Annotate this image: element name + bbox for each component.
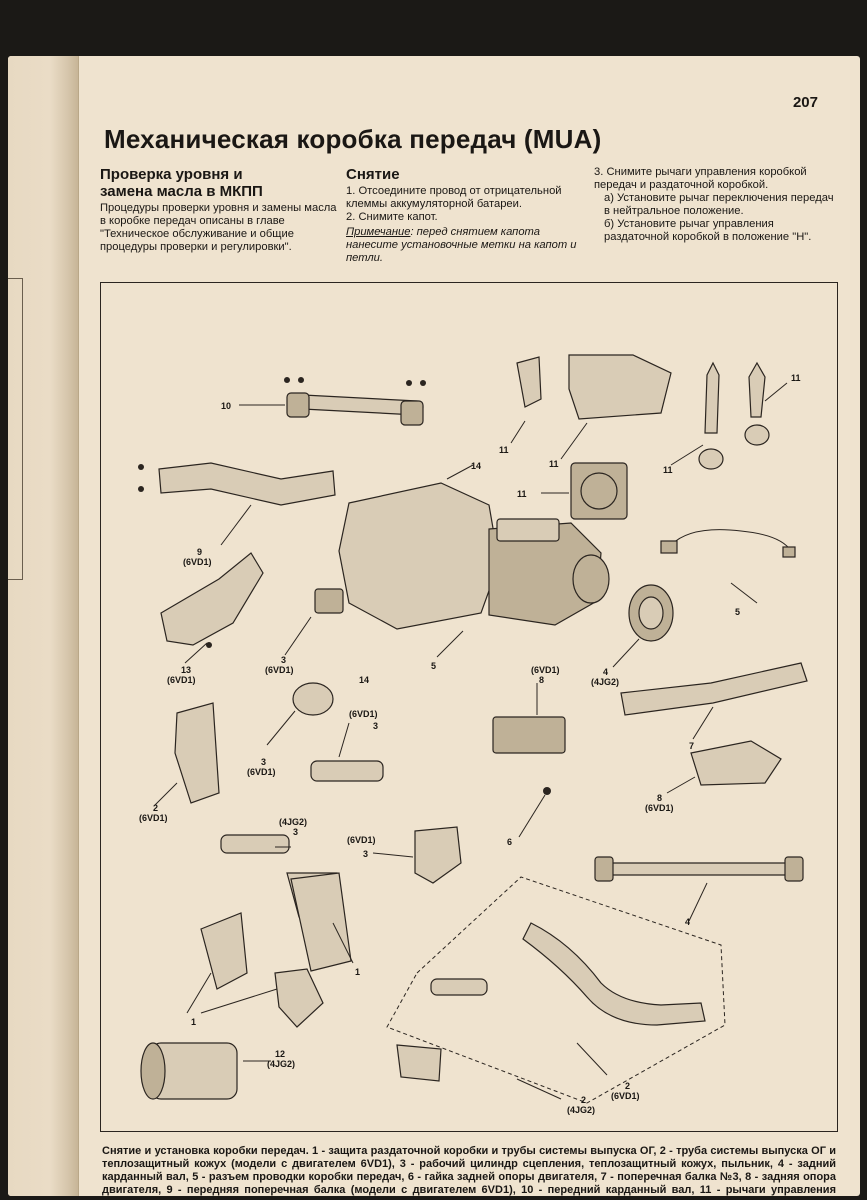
section-oil-check: Проверка уровня и замена масла в МКПП Пр… bbox=[100, 166, 340, 254]
wiring-connector-5 bbox=[436, 529, 796, 658]
section-oil-check-body: Процедуры проверки уровня и замены масла… bbox=[100, 202, 337, 253]
previous-page-edge bbox=[8, 56, 79, 1196]
label-9: 9 bbox=[197, 547, 202, 557]
section-removal: Снятие 1. Отсоедините провод от отрицате… bbox=[346, 166, 586, 265]
rear-mount-8 bbox=[492, 683, 782, 838]
section-removal-heading: Снятие bbox=[346, 166, 400, 183]
label-11d: 11 bbox=[663, 465, 673, 475]
label-14: 14 bbox=[471, 461, 481, 471]
label-4: 4 bbox=[603, 667, 608, 677]
label-9-model: (6VD1) bbox=[183, 557, 212, 567]
label-8b: 8 bbox=[657, 793, 662, 803]
label-10: 10 bbox=[221, 401, 231, 411]
label-3c-model: (6VD1) bbox=[247, 767, 276, 777]
note-label: Примечание bbox=[346, 226, 411, 238]
label-3d: 3 bbox=[293, 827, 298, 837]
section-oil-check-heading: Проверка уровня и замена масла в МКПП bbox=[100, 166, 340, 200]
label-4-model: (4JG2) bbox=[591, 677, 619, 687]
label-7: 7 bbox=[689, 741, 694, 751]
label-14b: 14 bbox=[359, 675, 369, 685]
transfer-guard-1 bbox=[186, 872, 354, 1014]
removal-step-3: 3. Снимите рычаги управления коробкой пе… bbox=[594, 166, 807, 191]
label-6: 6 bbox=[507, 837, 512, 847]
label-2: 2 bbox=[153, 803, 158, 813]
removal-step-1: 1. Отсоедините провод от отрицательной к… bbox=[346, 185, 562, 210]
label-3c: 3 bbox=[261, 757, 266, 767]
label-3e: 3 bbox=[363, 849, 368, 859]
exhaust-pipe-2 bbox=[386, 876, 726, 1104]
rear-driveshaft-4 bbox=[594, 856, 804, 922]
label-2c: 2 bbox=[581, 1095, 586, 1105]
control-levers-11 bbox=[510, 354, 788, 520]
figure-labels: 10 11 11 11 11 11 14 9 (6VD1) 5 5 13 (6V… bbox=[139, 373, 801, 1115]
label-11e: 11 bbox=[791, 373, 801, 383]
label-8-model: (6VD1) bbox=[531, 665, 560, 675]
label-12-model: (4JG2) bbox=[267, 1059, 295, 1069]
exploded-diagram: 10 11 11 11 11 11 14 9 (6VD1) 5 5 13 (6V… bbox=[138, 354, 808, 1115]
removal-note: Примечание: перед снятием капота нанесит… bbox=[346, 226, 586, 265]
label-2b-model: (6VD1) bbox=[611, 1091, 640, 1101]
figure-caption: Снятие и установка коробки передач. 1 - … bbox=[102, 1145, 836, 1196]
transmission-assembly-14 bbox=[338, 464, 610, 630]
exploded-view-figure: 10 11 11 11 11 11 14 9 (6VD1) 5 5 13 (6V… bbox=[100, 282, 838, 1132]
label-1b: 1 bbox=[191, 1017, 196, 1027]
label-4b: 4 bbox=[685, 917, 690, 927]
label-3d-model: (4JG2) bbox=[279, 817, 307, 827]
label-2b: 2 bbox=[625, 1081, 630, 1091]
document-page: 207 Механическая коробка передач (MUA) П… bbox=[8, 56, 860, 1196]
label-11b: 11 bbox=[549, 459, 559, 469]
label-13-model: (6VD1) bbox=[167, 675, 196, 685]
label-12: 12 bbox=[275, 1049, 285, 1059]
label-3b: 3 bbox=[373, 721, 378, 731]
label-8b-model: (6VD1) bbox=[645, 803, 674, 813]
label-5: 5 bbox=[735, 607, 740, 617]
removal-step-2: 2. Снимите капот. bbox=[346, 211, 438, 223]
label-3a-model: (6VD1) bbox=[265, 665, 294, 675]
label-2-model: (6VD1) bbox=[139, 813, 168, 823]
label-11a: 11 bbox=[499, 445, 509, 455]
removal-step-3b: б) Установите рычаг управления раздаточн… bbox=[604, 218, 812, 243]
section-removal-cont: 3. Снимите рычаги управления коробкой пе… bbox=[594, 166, 834, 244]
page-number: 207 bbox=[792, 94, 818, 111]
front-driveshaft-10 bbox=[239, 377, 426, 426]
label-5b: 5 bbox=[431, 661, 436, 671]
rear-flange-4 bbox=[612, 584, 674, 668]
flywheel-plate-13 bbox=[160, 552, 264, 664]
label-13: 13 bbox=[181, 665, 191, 675]
label-2c-model: (4JG2) bbox=[567, 1105, 595, 1115]
heat-shield-2 bbox=[154, 702, 220, 806]
note-text: : перед снятием капота нанесите установо… bbox=[346, 226, 577, 264]
label-3e-model: (6VD1) bbox=[347, 835, 376, 845]
crossmember-7 bbox=[620, 662, 808, 740]
heading-line-2: замена масла в МКПП bbox=[100, 183, 263, 200]
label-3b-model: (6VD1) bbox=[349, 709, 378, 719]
page-title: Механическая коробка передач (MUA) bbox=[104, 124, 602, 154]
label-1: 1 bbox=[355, 967, 360, 977]
heading-line-1: Проверка уровня и bbox=[100, 166, 243, 183]
previous-page-frame bbox=[8, 278, 23, 580]
label-11c: 11 bbox=[517, 489, 527, 499]
label-8: 8 bbox=[539, 675, 544, 685]
removal-step-3a: а) Установите рычаг переключения передач… bbox=[604, 192, 834, 217]
front-crossmember-9 bbox=[138, 462, 336, 546]
label-3a: 3 bbox=[281, 655, 286, 665]
starter-12 bbox=[140, 1042, 271, 1100]
